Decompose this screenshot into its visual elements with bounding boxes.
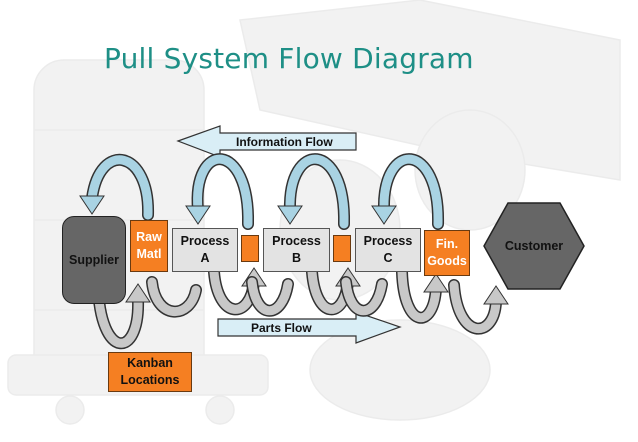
raw-matl-node: Raw Matl bbox=[130, 220, 168, 272]
customer-label: Customer bbox=[504, 239, 564, 253]
information-flow-label: Information Flow bbox=[236, 135, 333, 149]
customer-node: Customer bbox=[482, 201, 586, 291]
kanban-ab bbox=[241, 235, 259, 262]
page-title: Pull System Flow Diagram bbox=[104, 42, 474, 75]
fin-goods-node: Fin. Goods bbox=[424, 230, 470, 276]
kanban-bc bbox=[333, 235, 351, 262]
supplier-node: Supplier bbox=[62, 216, 126, 304]
process-c-node: Process C bbox=[355, 228, 421, 272]
parts-flow-label: Parts Flow bbox=[251, 321, 312, 335]
process-a-node: Process A bbox=[172, 228, 238, 272]
kanban-locations-legend: Kanban Locations bbox=[108, 352, 192, 392]
hexagon-shape bbox=[483, 202, 585, 290]
process-b-node: Process B bbox=[263, 228, 330, 272]
parts-flow-arrow bbox=[217, 311, 402, 344]
